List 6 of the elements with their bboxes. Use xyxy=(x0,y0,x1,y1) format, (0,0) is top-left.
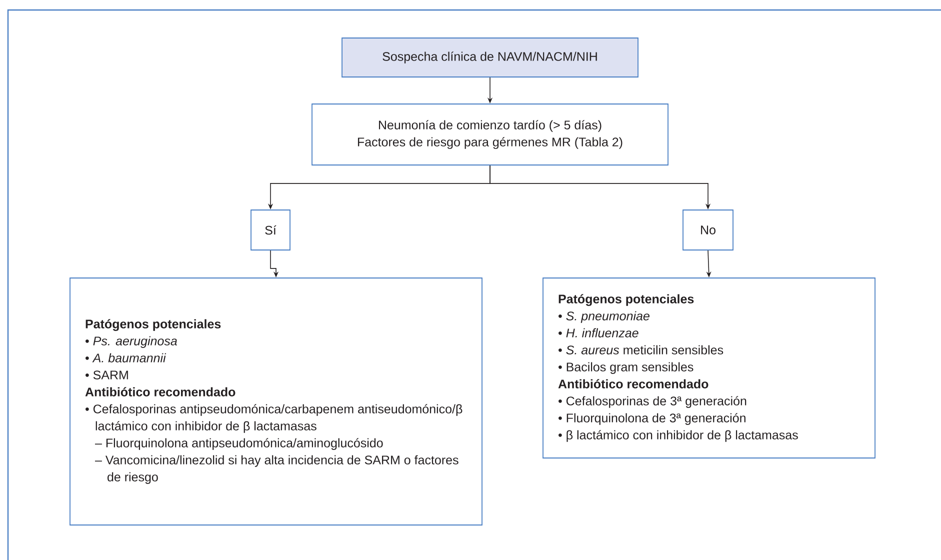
answer-box: No xyxy=(682,210,734,250)
start-box: Sospecha clínica de NAVM/NACM/NIH xyxy=(342,38,638,78)
question-box: Neumonía de comienzo tardío (> 5 días) Factores de riesgo para gérmenes MR (Tabla 2) xyxy=(312,104,668,166)
treatment-box: Patógenos potenciales • S. pneumoniae • H. influenzae • S. aureus meticilin sensibles • Bacilos gram sensibles Antibiótico recomendado • Cefalosporinas de 3ª generación • Fluorquinolona de 3ª generación • β lactámico con inhibidor de β lactamasas xyxy=(542,278,876,458)
treatment-box: Patógenos potenciales • Ps. aeruginosa • A. baumannii • SARM Antibiótico recomendado • Cefalosporinas antipseudomónica/carbapenem antiseudomónico/β lactámico con inhibidor de β lactamasas – Fluorquinolona antipseudomónica/aminoglucósido – Vancomicina/linezolid si hay alta incidencia de SARM o factores de riesgo xyxy=(70,278,482,526)
answer-box: Sí xyxy=(250,210,290,250)
